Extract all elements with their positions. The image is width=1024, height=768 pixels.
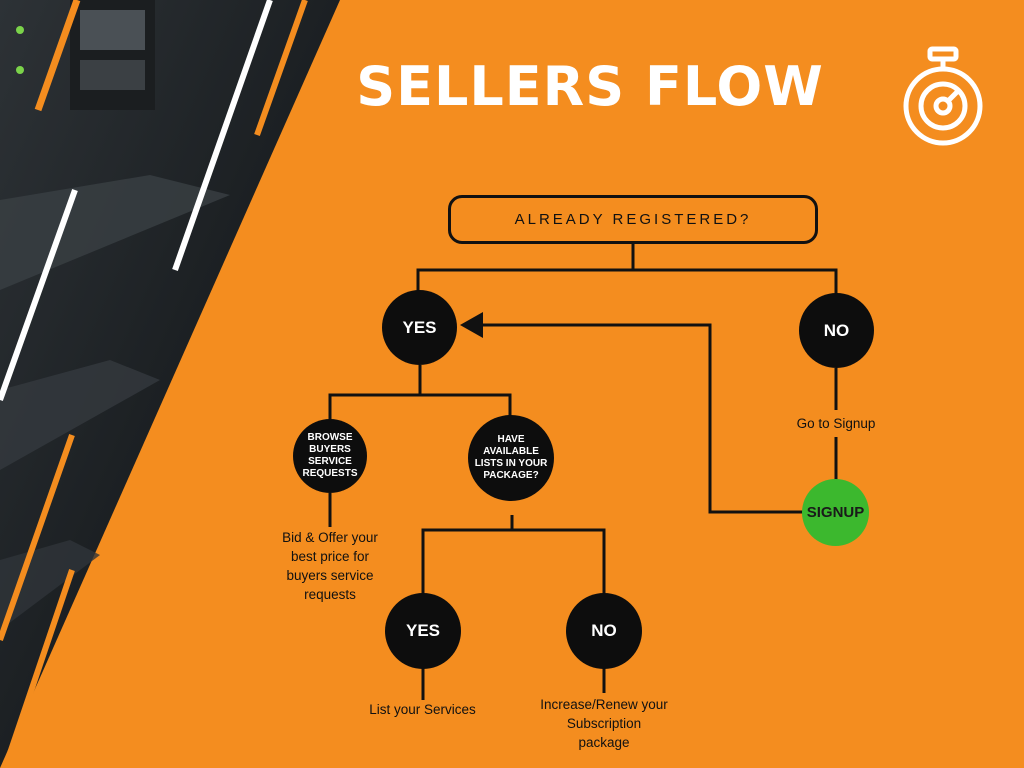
stopwatch-icon: [903, 46, 983, 146]
arrow-head: [460, 312, 483, 338]
page-title: SELLERS FLOW: [356, 55, 824, 118]
increase-renew-label: Increase/Renew your Subscription package: [540, 697, 668, 750]
bid-offer-label: Bid & Offer your best price for buyers s…: [282, 530, 378, 602]
already-registered-box: ALREADY REGISTERED?: [448, 195, 818, 244]
go-to-signup-label: Go to Signup: [796, 416, 876, 431]
no-node: NO: [799, 293, 874, 368]
yes-node: YES: [382, 290, 457, 365]
browse-requests-node: BROWSE BUYERS SERVICE REQUESTS: [293, 419, 367, 493]
connector-lines: [328, 244, 838, 700]
list-services-label: List your Services: [369, 702, 476, 717]
no-lists-node: NO: [566, 593, 642, 669]
have-lists-node: HAVE AVAILABLE LISTS IN YOUR PACKAGE?: [468, 415, 554, 501]
decorative-stripes: [0, 0, 308, 768]
signup-node: SIGNUP: [802, 479, 869, 546]
yes-lists-node: YES: [385, 593, 461, 669]
server-photo: [0, 0, 340, 768]
